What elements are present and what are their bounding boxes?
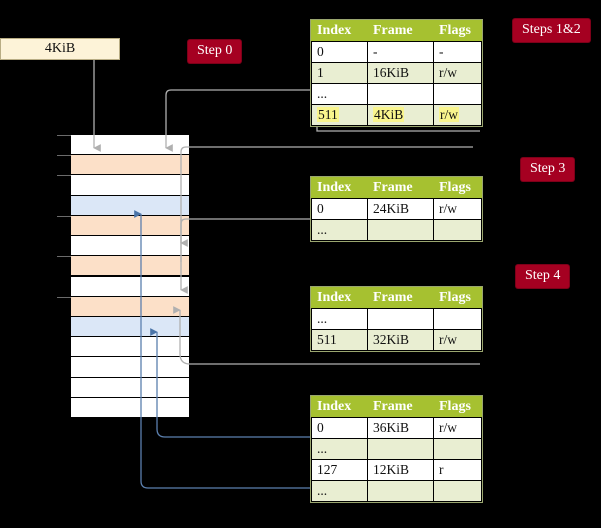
cell-flags: r/w	[433, 417, 482, 439]
highlighted-value: r/w	[439, 107, 459, 122]
cell-index: 511	[311, 329, 368, 351]
cell-frame	[367, 480, 434, 502]
table-row[interactable]: 511 4KiB r/w	[311, 104, 482, 126]
cell-flags: r	[433, 459, 482, 481]
cell-frame	[367, 83, 434, 105]
table-row[interactable]: ...	[311, 438, 482, 460]
memory-frame-row	[70, 275, 190, 297]
memory-frame-row	[57, 134, 190, 156]
memory-row-tick	[57, 215, 71, 217]
memory-frame-row	[57, 214, 190, 237]
cell-flags	[433, 438, 482, 460]
memory-frame-row	[70, 194, 190, 216]
table-row[interactable]: ...	[311, 308, 482, 330]
cell-index: 0	[311, 41, 368, 63]
memory-row-tick	[57, 296, 71, 298]
memory-frame-row	[70, 396, 190, 418]
memory-frame-row	[70, 376, 190, 398]
cell-index: 0	[311, 417, 368, 439]
cell-index: 0	[311, 198, 368, 220]
column-header-frame: Frame	[367, 177, 434, 199]
cell-flags	[433, 480, 482, 502]
step-label-steps-1-2: Steps 1&2	[513, 19, 590, 42]
cell-index: ...	[311, 438, 368, 460]
step-label-step-0: Step 0	[188, 40, 242, 63]
memory-row-tick	[57, 135, 71, 136]
cell-frame: 24KiB	[367, 198, 434, 220]
table-row[interactable]: ...	[311, 219, 482, 241]
cell-index: ...	[311, 308, 368, 330]
cell-frame: 16KiB	[367, 62, 434, 84]
column-header-frame: Frame	[367, 20, 434, 42]
cell-frame	[367, 219, 434, 241]
source-frame-box: 4KiB	[0, 38, 120, 60]
cell-index: 511	[311, 104, 368, 126]
memory-frame-row	[70, 356, 190, 378]
column-header-flags: Flags	[433, 396, 482, 418]
column-header-index: Index	[311, 396, 368, 418]
table-row[interactable]: ...	[311, 83, 482, 105]
column-header-index: Index	[311, 287, 368, 309]
memory-frame-row	[57, 154, 190, 176]
cell-index: ...	[311, 83, 368, 105]
cell-flags: r/w	[433, 62, 482, 84]
column-header-flags: Flags	[433, 287, 482, 309]
cell-flags	[433, 308, 482, 330]
source-frame-label: 4KiB	[44, 41, 76, 56]
cell-flags	[433, 83, 482, 105]
memory-frame-row	[57, 255, 190, 277]
cell-frame: -	[367, 41, 434, 63]
cell-index: 127	[311, 459, 368, 481]
memory-frame-row	[57, 295, 190, 317]
step-label-step-4: Step 4	[516, 265, 570, 288]
column-header-flags: Flags	[433, 177, 482, 199]
cell-flags: r/w	[433, 104, 482, 126]
memory-frame-row	[57, 174, 190, 196]
memory-frame-row	[70, 315, 190, 338]
memory-row-tick	[57, 155, 71, 157]
step-label-step-3: Step 3	[521, 158, 575, 181]
column-header-flags: Flags	[433, 20, 482, 42]
memory-row-tick	[57, 175, 71, 177]
memory-row-tick	[57, 256, 71, 258]
cell-index: ...	[311, 480, 368, 502]
cell-flags: r/w	[433, 198, 482, 220]
cell-index: 1	[311, 62, 368, 84]
table-row[interactable]: ...	[311, 480, 482, 502]
memory-frame-row	[70, 235, 190, 257]
cell-index: ...	[311, 219, 368, 241]
cell-flags: -	[433, 41, 482, 63]
column-header-index: Index	[311, 177, 368, 199]
column-header-frame: Frame	[367, 396, 434, 418]
cell-frame	[367, 438, 434, 460]
cell-flags	[433, 219, 482, 241]
column-header-index: Index	[311, 20, 368, 42]
cell-frame: 4KiB	[367, 104, 434, 126]
physical-memory-column	[57, 134, 190, 418]
highlighted-value: 4KiB	[373, 107, 405, 122]
cell-frame	[367, 308, 434, 330]
column-header-frame: Frame	[367, 287, 434, 309]
cell-frame: 32KiB	[367, 329, 434, 351]
cell-flags: r/w	[433, 329, 482, 351]
cell-frame: 36KiB	[367, 417, 434, 439]
highlighted-value: 511	[317, 107, 339, 122]
memory-frame-row	[70, 336, 190, 358]
cell-frame: 12KiB	[367, 459, 434, 481]
table-row[interactable]: 0--	[311, 41, 482, 63]
